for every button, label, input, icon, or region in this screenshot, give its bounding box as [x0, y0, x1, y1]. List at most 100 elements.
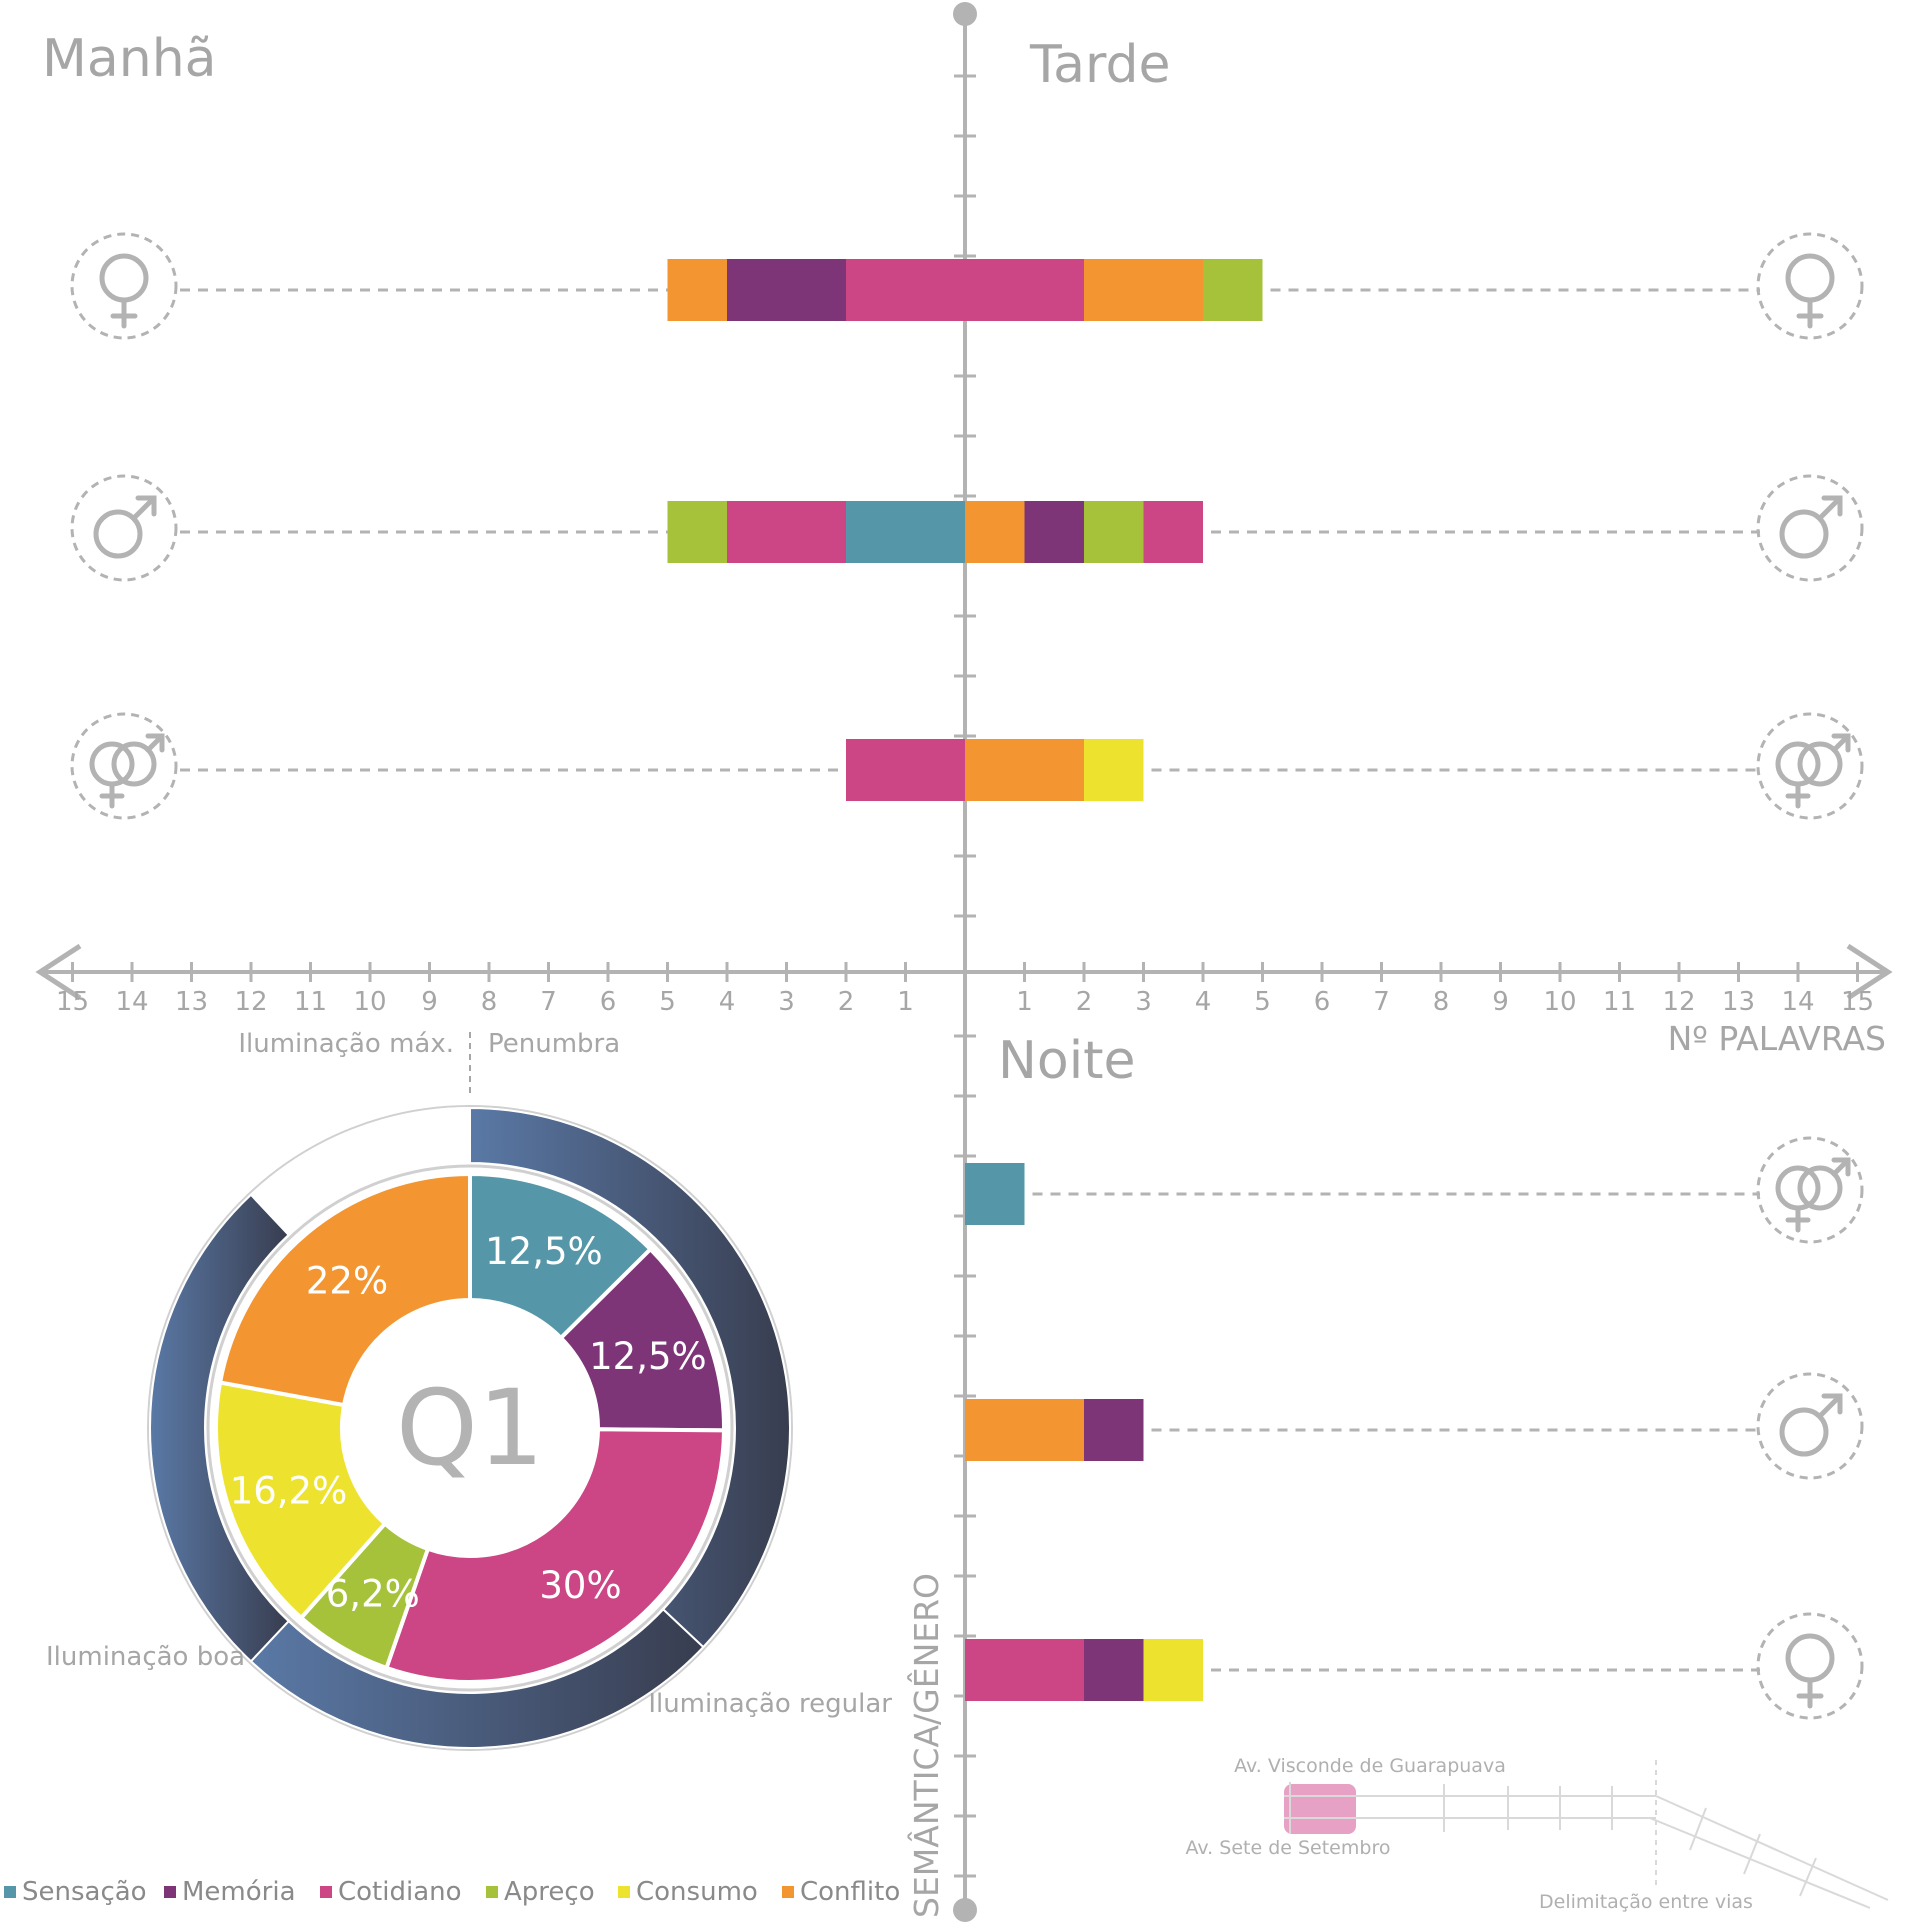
- x-tick-label: 3: [778, 987, 795, 1017]
- pie-slice-label: 16,2%: [230, 1470, 348, 1513]
- legend-swatch: [486, 1886, 498, 1898]
- bar-segment-conflito: [965, 739, 1084, 801]
- bar-segment-memoria: [1024, 501, 1084, 563]
- donut-center-label: Q1: [396, 1367, 544, 1489]
- female-icon: [1756, 232, 1864, 340]
- bar-segment-cotidiano: [1143, 501, 1203, 563]
- male-symbol: [1797, 1165, 1843, 1211]
- male-symbol-arrow: [145, 733, 165, 753]
- bar-segment-cotidiano: [727, 501, 846, 563]
- bar-segment-conflito: [965, 1399, 1084, 1461]
- both-genders-icon: [70, 712, 178, 820]
- bar-segment-memoria: [727, 259, 846, 321]
- icon-ring: [1756, 232, 1864, 340]
- bar-segment-apreco: [1203, 259, 1263, 321]
- x-tick-label: 5: [659, 987, 676, 1017]
- x-tick-label: 11: [1603, 987, 1636, 1017]
- legend-label: Sensação: [22, 1877, 147, 1907]
- x-tick-label: 9: [421, 987, 438, 1017]
- map-street-lines: [1284, 1760, 1889, 1909]
- bar-segment-conflito: [965, 501, 1025, 563]
- male-symbol: [1779, 509, 1829, 559]
- bar-segment-cotidiano: [846, 739, 965, 801]
- icon-ring: [1756, 712, 1864, 820]
- legend-label: Apreço: [504, 1877, 595, 1907]
- male-symbol: [111, 741, 157, 787]
- x-tick-label: 8: [1433, 987, 1450, 1017]
- x-tick-label: 4: [719, 987, 736, 1017]
- donut-chart: 12,5%12,5%30%6,2%16,2%22%Q1: [147, 1105, 793, 1751]
- pie-slice-conflito: [217, 1171, 472, 1408]
- male-symbol-arrow: [1821, 1393, 1843, 1415]
- male-icon: [1756, 1372, 1864, 1480]
- bar-row-1: [70, 474, 1864, 582]
- legend-swatch: [4, 1886, 16, 1898]
- male-symbol-arrow: [1821, 495, 1843, 517]
- x-tick-label: 15: [1841, 987, 1874, 1017]
- icon-ring: [70, 474, 178, 582]
- male-symbol-stem: [1817, 495, 1843, 521]
- x-tick-label: 12: [1662, 987, 1695, 1017]
- icon-ring: [70, 232, 178, 340]
- female-symbol: [99, 253, 149, 303]
- bar-row-3: [965, 1136, 1864, 1244]
- legend-item-memoria: Memória: [164, 1877, 296, 1907]
- male-symbol-stem: [1817, 1393, 1843, 1419]
- x-axis-right-arrow: [1846, 943, 1893, 1001]
- x-tick-label: 13: [175, 987, 208, 1017]
- donut-hole: [344, 1302, 596, 1554]
- ring-segment-4: [249, 1106, 471, 1237]
- bar-row-4: [965, 1372, 1864, 1480]
- female-icon: [1756, 1612, 1864, 1720]
- male-symbol: [93, 509, 143, 559]
- section-title-afternoon: Tarde: [1029, 35, 1171, 95]
- x-tick-label: 13: [1722, 987, 1755, 1017]
- y-axis-bottom-cap: [953, 1898, 977, 1922]
- section-title-night: Noite: [998, 1031, 1136, 1091]
- x-tick-label: 1: [1016, 987, 1033, 1017]
- bar-rows: [70, 232, 1864, 1720]
- bar-row-0: [70, 232, 1864, 340]
- x-tick-label: 7: [540, 987, 557, 1017]
- male-symbol-arrow: [1831, 1157, 1851, 1177]
- x-tick-label: 10: [353, 987, 386, 1017]
- legend-swatch: [164, 1886, 176, 1898]
- bar-segment-conflito: [1084, 259, 1203, 321]
- bar-segment-memoria: [1084, 1639, 1144, 1701]
- pie-slice-label: 12,5%: [589, 1335, 707, 1378]
- legend-label: Conflito: [800, 1877, 900, 1907]
- legend-swatch: [320, 1886, 332, 1898]
- x-axis-title: Nº PALAVRAS: [1668, 1019, 1886, 1058]
- ring-label-penumbra: Penumbra: [488, 1029, 620, 1059]
- icon-ring: [1756, 1136, 1864, 1244]
- bar-segment-sensacao: [846, 501, 965, 563]
- legend-swatch: [782, 1886, 794, 1898]
- ring-label-good: Iluminação boa: [46, 1642, 245, 1672]
- pie-slice-cotidiano: [383, 1427, 727, 1684]
- legend-label: Cotidiano: [338, 1877, 462, 1907]
- legend-label: Memória: [182, 1877, 296, 1907]
- icon-ring: [1756, 1612, 1864, 1720]
- x-tick-label: 10: [1543, 987, 1576, 1017]
- bar-row-2: [70, 712, 1864, 820]
- pie-slice-consumo: [214, 1380, 388, 1621]
- x-tick-label: 3: [1135, 987, 1152, 1017]
- bar-row-5: [965, 1612, 1864, 1720]
- female-symbol: [1785, 253, 1835, 303]
- bar-segment-cotidiano: [965, 259, 1084, 321]
- pie-slice-label: 12,5%: [485, 1230, 603, 1273]
- bar-segment-consumo: [1143, 1639, 1203, 1701]
- bar-segment-apreco: [667, 501, 727, 563]
- x-tick-label: 9: [1492, 987, 1509, 1017]
- pie-slice-memoria: [558, 1246, 726, 1433]
- y-axis-ticks: [954, 74, 976, 1878]
- x-tick-label: 12: [234, 987, 267, 1017]
- map-note: Delimitação entre vias: [1539, 1891, 1753, 1913]
- female-symbol: [1785, 1633, 1835, 1683]
- street-map: Av. Visconde de Guarapuava Av. Sete de S…: [1186, 1755, 1889, 1913]
- pie-slice-label: 30%: [539, 1564, 621, 1607]
- legend-item-apreco: Apreço: [486, 1877, 595, 1907]
- legend-item-conflito: Conflito: [782, 1877, 900, 1907]
